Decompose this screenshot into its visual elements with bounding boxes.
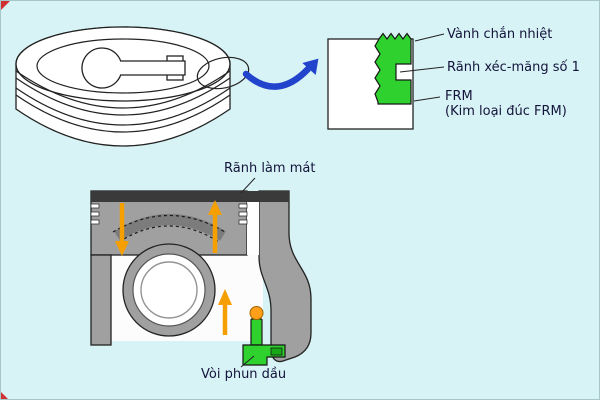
corner-mark-top-left xyxy=(1,1,10,10)
corner-mark-bottom-left xyxy=(1,392,8,399)
ring-groove-lines xyxy=(15,70,231,133)
crown-top-band xyxy=(91,191,289,202)
piston-cross-section xyxy=(90,177,312,368)
combustion-bowl xyxy=(81,47,186,89)
section-slot xyxy=(247,202,259,255)
piston-right-wall xyxy=(258,190,312,363)
frm-insert xyxy=(374,32,412,105)
pin-bore-ring xyxy=(140,261,198,319)
label-frm: FRM xyxy=(445,89,473,104)
cooling-gallery-shade xyxy=(114,214,226,241)
ring-groove-notches xyxy=(90,203,248,225)
leader-ring-groove xyxy=(399,66,445,73)
leader-heat-dam xyxy=(414,33,445,42)
leader-cooling-channel xyxy=(240,177,256,194)
zoom-arrow xyxy=(242,58,319,90)
nozzle-tube xyxy=(250,318,263,346)
label-heat-dam: Vành chắn nhiệt xyxy=(447,27,553,42)
crown-inner-edge xyxy=(36,38,210,94)
pin-bore xyxy=(132,253,206,327)
label-oil-jet: Vòi phun dầu xyxy=(201,367,287,382)
leader-oil-jet xyxy=(240,355,255,368)
oil-flow-arrow-up xyxy=(208,200,222,253)
cooling-gallery-dashes-inner xyxy=(118,225,220,243)
piston-skirt-left xyxy=(90,254,112,346)
piston-top-view xyxy=(15,26,250,147)
label-cooling-channel: Rãnh làm mát xyxy=(224,161,316,176)
nozzle-bolt xyxy=(270,347,283,356)
leader-frm xyxy=(413,96,441,102)
cooling-gallery-dashes xyxy=(112,214,226,233)
frm-detail-view xyxy=(327,32,445,130)
oil-droplet xyxy=(249,306,264,320)
oil-jet-nozzle xyxy=(242,306,286,366)
magnifier-ellipse xyxy=(196,56,250,90)
oil-flow-arrow-down xyxy=(115,203,129,256)
zoom-arrow-head xyxy=(302,58,319,75)
label-ring-groove-1: Rãnh xéc-măng số 1 xyxy=(447,60,580,75)
label-frm-material: (Kim loại đúc FRM) xyxy=(445,104,567,119)
oil-spray-arrow xyxy=(218,289,232,335)
